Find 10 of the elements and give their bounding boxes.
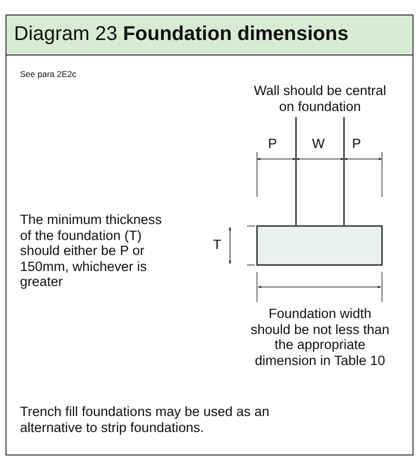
- dimension-label: T: [213, 237, 222, 253]
- annotation: Foundation width should be not less than the appropriate dimension in Table 10: [250, 306, 390, 368]
- annotation: The minimum thickness of the foundation (T) should either be P or 150mm, whichever is greater: [20, 212, 163, 290]
- dimension-label: W: [312, 136, 325, 152]
- dimension-label: P: [268, 136, 278, 152]
- reference-note: See para 2E2c: [20, 70, 76, 80]
- dimension-label: P: [352, 136, 362, 152]
- annotation: Wall should be central on foundation: [252, 83, 388, 114]
- note: Trench fill foundations may be used as an alternative to strip foundations.: [20, 404, 270, 436]
- diagram-title: Diagram 23 Foundation dimensions: [14, 23, 348, 46]
